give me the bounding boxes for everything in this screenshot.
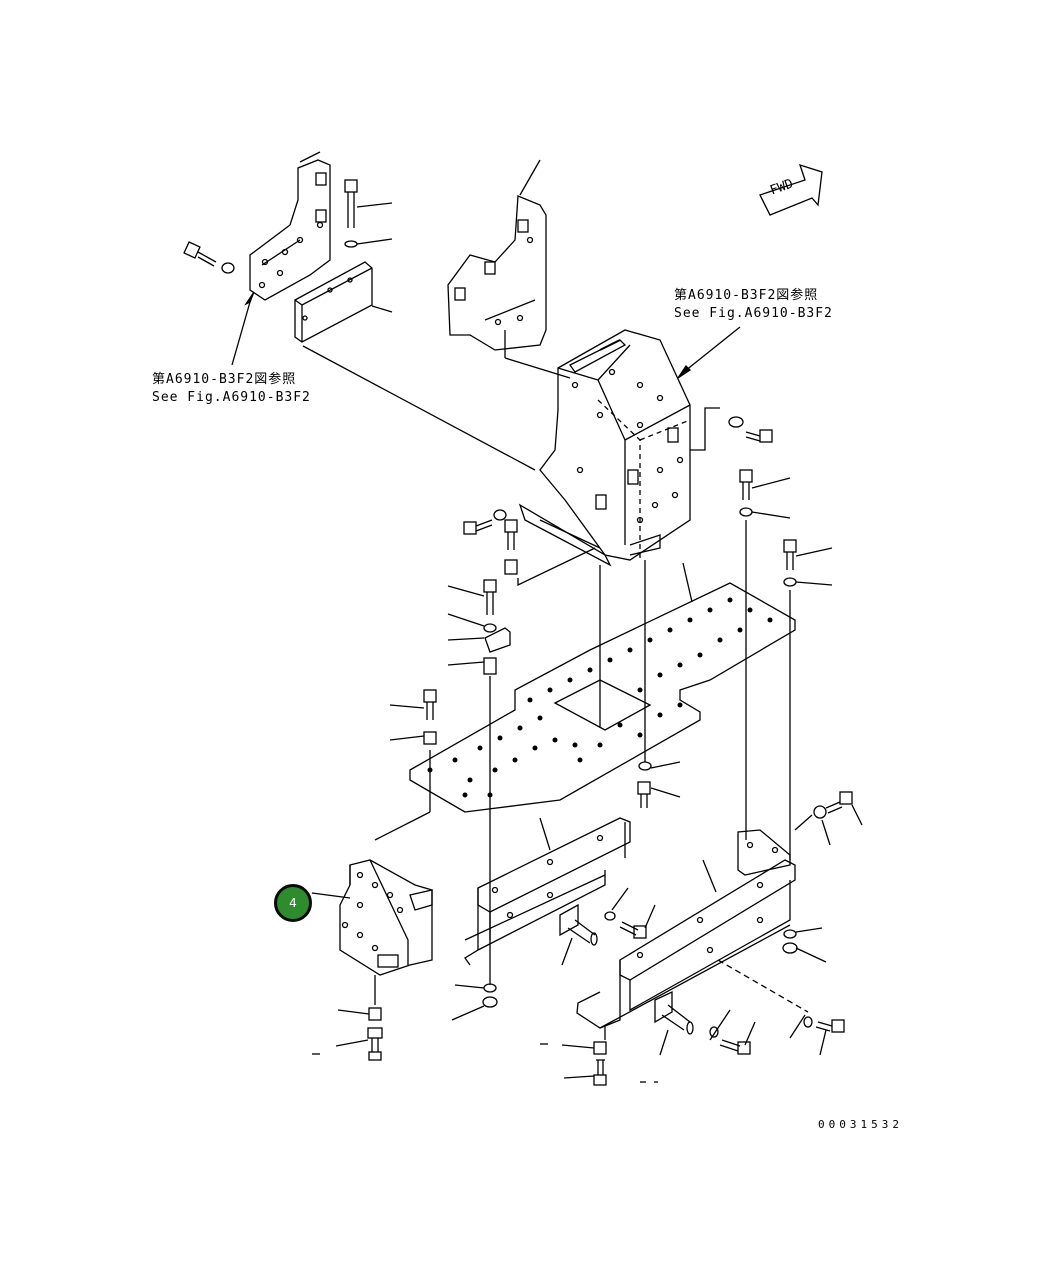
document-number: 00031532 bbox=[818, 1118, 903, 1131]
central-tower bbox=[518, 329, 691, 567]
tower-fasteners bbox=[463, 416, 797, 587]
callout-item-4[interactable]: 4 bbox=[274, 884, 312, 922]
fwd-arrow bbox=[759, 163, 823, 216]
upper-left-bracket bbox=[249, 151, 331, 301]
plate-fasteners bbox=[423, 579, 652, 808]
reference-top-right-en: See Fig.A6910-B3F2 bbox=[674, 306, 833, 321]
bolt-vertical-top bbox=[344, 179, 358, 248]
reference-top-right-jp: 第A6910-B3F2図参照 bbox=[674, 288, 819, 303]
lower-right-rail bbox=[576, 829, 796, 1029]
reference-top-left-en: See Fig.A6910-B3F2 bbox=[152, 390, 311, 405]
lower-left-box bbox=[339, 859, 433, 976]
upper-middle-bracket bbox=[447, 195, 547, 351]
pin-middle bbox=[559, 903, 598, 946]
right-fasteners bbox=[593, 791, 853, 1086]
floor-plate bbox=[409, 582, 796, 813]
bolt-horizontal-left bbox=[183, 241, 235, 274]
lower-middle-rail bbox=[464, 817, 631, 966]
spacer-block bbox=[294, 261, 373, 343]
box-fasteners bbox=[367, 1007, 383, 1061]
reference-top-left-jp: 第A6910-B3F2図参照 bbox=[152, 372, 297, 387]
pin-right bbox=[654, 990, 694, 1035]
